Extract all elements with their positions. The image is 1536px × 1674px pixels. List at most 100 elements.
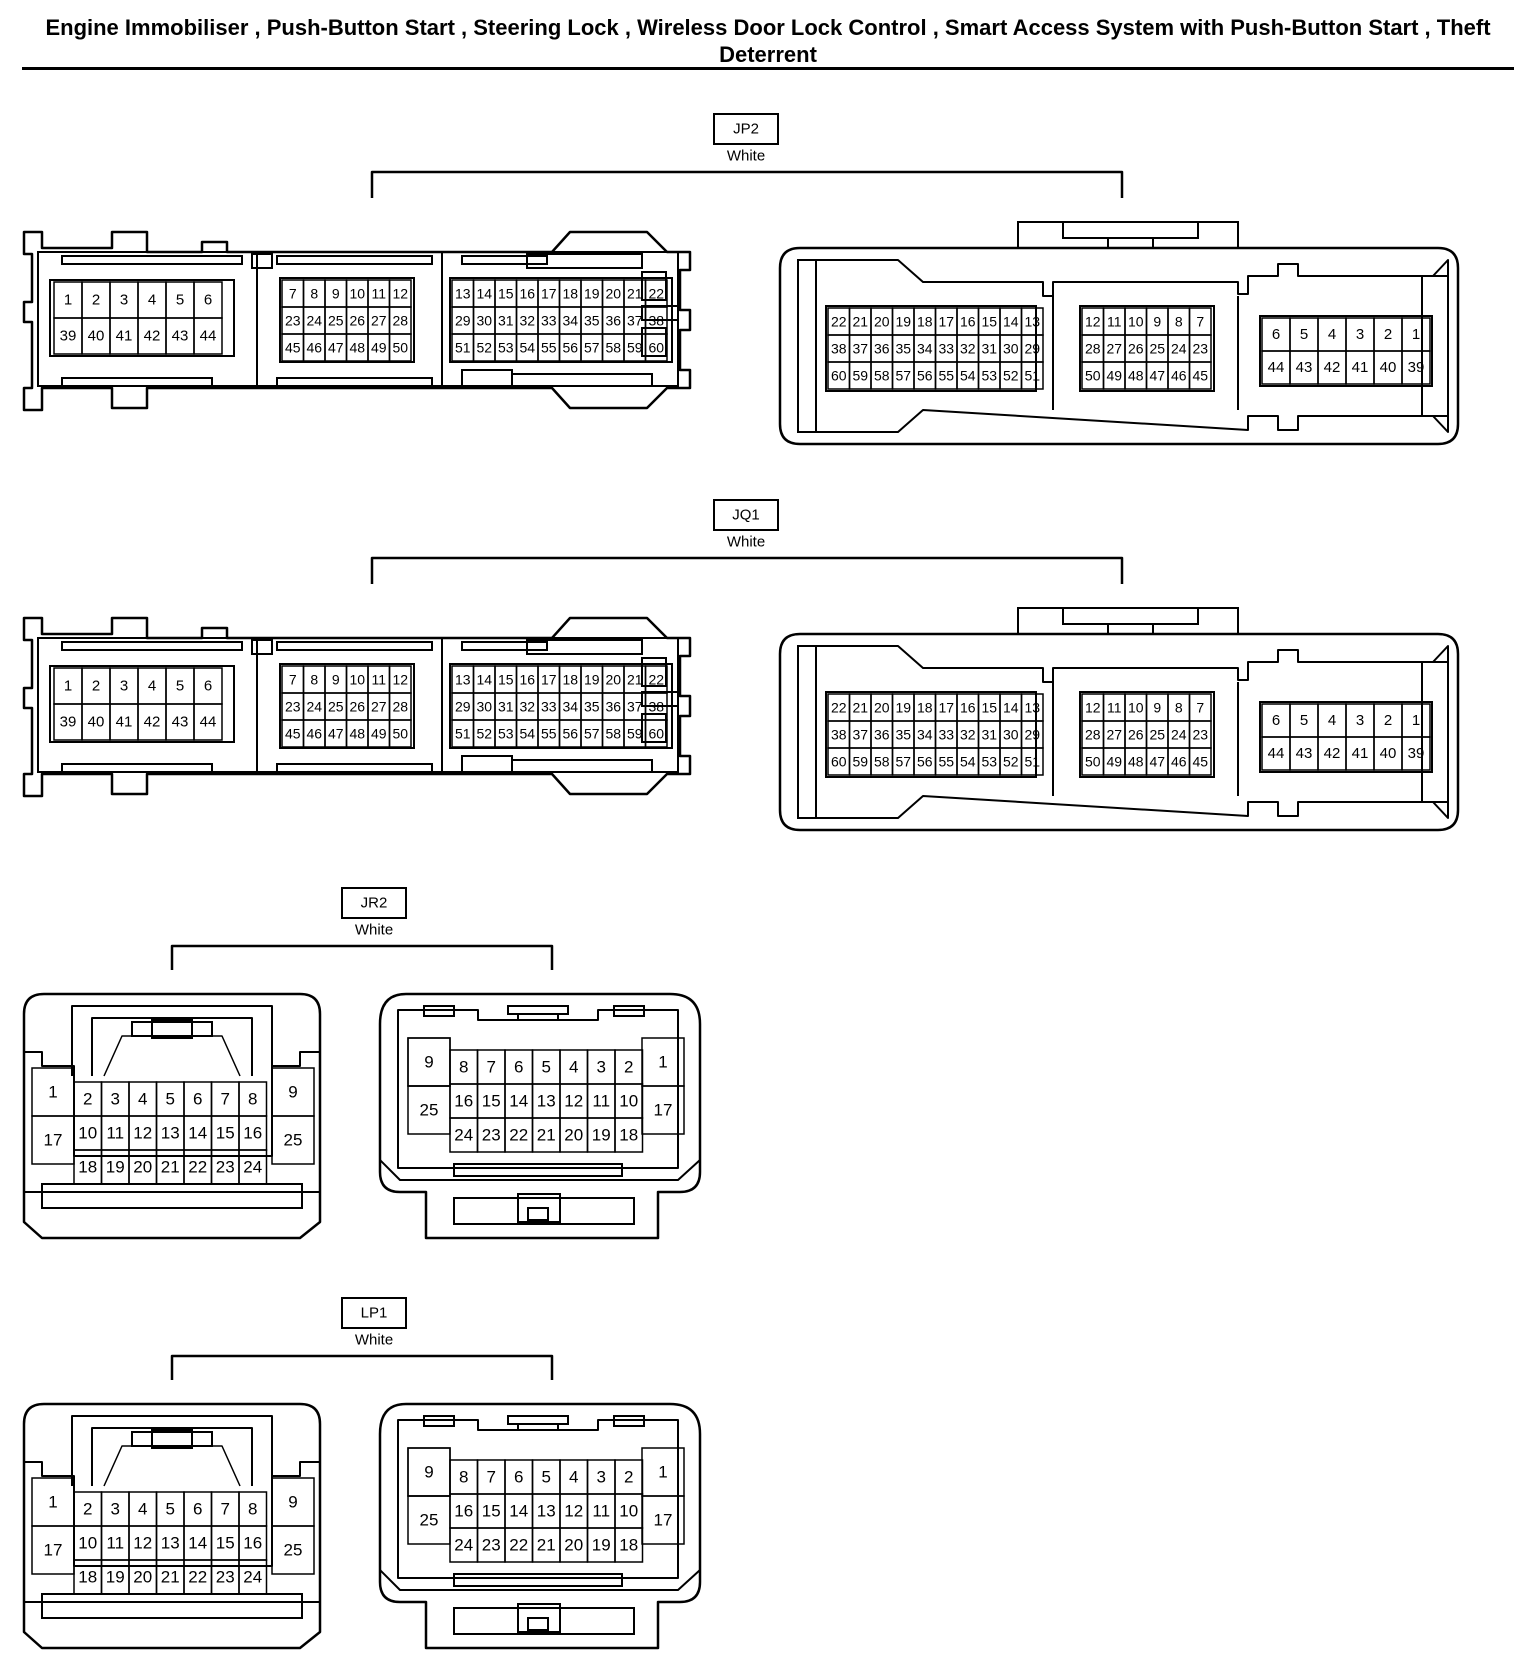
pin-label: 28 <box>392 699 408 715</box>
pin-label: 35 <box>584 313 600 329</box>
pin-label: 52 <box>476 340 492 356</box>
pin-label: 19 <box>106 1158 125 1177</box>
pin-label: 23 <box>285 699 301 715</box>
pin-cavity <box>271 1115 315 1165</box>
pin-label: 43 <box>172 328 189 345</box>
pin-label: 16 <box>243 1534 262 1553</box>
pin-label: 24 <box>1171 727 1187 743</box>
pin-label: 48 <box>349 726 365 742</box>
pin-label: 59 <box>852 368 868 384</box>
pin-label: 11 <box>1107 314 1122 330</box>
pin-cavity <box>271 1525 315 1575</box>
pin-label: 13 <box>537 1092 556 1111</box>
housing-detail <box>527 1617 549 1631</box>
housing-outline <box>71 1005 273 1076</box>
pin-label: 2 <box>83 1500 92 1519</box>
connector-id-box <box>713 113 779 145</box>
pin-label: 51 <box>1024 368 1040 384</box>
pin-label: 45 <box>1192 368 1208 384</box>
pin-label: 16 <box>519 672 535 688</box>
pin-label: 8 <box>248 1090 257 1109</box>
pin-cavity <box>1188 747 1212 776</box>
pin-label: 60 <box>831 368 847 384</box>
pin-label: 6 <box>193 1500 202 1519</box>
pin-cavity <box>641 1085 685 1135</box>
pin-label: 42 <box>1324 359 1341 376</box>
pin-label: 37 <box>852 727 868 743</box>
pin-label: 10 <box>78 1124 97 1143</box>
pin-block-frame <box>1079 691 1215 778</box>
pin-block-frame <box>449 663 673 749</box>
pin-label: 53 <box>981 368 997 384</box>
pin-label: 44 <box>1268 745 1285 762</box>
pin-label: 54 <box>519 340 535 356</box>
pin-label: 34 <box>917 727 933 743</box>
pin-label: 32 <box>519 313 535 329</box>
pin-label: 25 <box>1149 341 1165 357</box>
housing-detail <box>641 713 667 743</box>
pin-label: 22 <box>831 314 847 330</box>
pin-label: 50 <box>392 340 408 356</box>
pin-label: 28 <box>392 313 408 329</box>
pin-cavity <box>388 333 412 362</box>
pin-label: 15 <box>498 672 514 688</box>
pin-label: 4 <box>138 1090 147 1109</box>
pin-cavity <box>644 333 668 362</box>
pin-label: 57 <box>895 754 911 770</box>
pin-label: 52 <box>1003 754 1019 770</box>
pin-label: 36 <box>605 699 621 715</box>
housing-detail <box>423 1415 455 1427</box>
housing-detail <box>511 373 653 387</box>
pin-label: 38 <box>831 727 847 743</box>
housing-detail <box>641 305 679 321</box>
pin-label: 22 <box>188 1568 207 1587</box>
pin-label: 16 <box>519 286 535 302</box>
pin-label: 4 <box>1328 712 1336 729</box>
pin-label: 26 <box>349 313 365 329</box>
pin-label: 16 <box>454 1092 473 1111</box>
connector-color: White <box>727 148 765 165</box>
pin-label: 59 <box>627 726 643 742</box>
pin-label: 19 <box>592 1536 611 1555</box>
pin-label: 13 <box>1024 700 1040 716</box>
pin-label: 23 <box>285 313 301 329</box>
pin-label: 9 <box>332 672 340 688</box>
pin-label: 27 <box>1106 341 1122 357</box>
pin-label: 46 <box>306 726 322 742</box>
connector-id: JP2 <box>733 121 759 138</box>
pin-label: 11 <box>592 1092 610 1111</box>
pin-label: 55 <box>541 726 557 742</box>
pin-label: 21 <box>852 700 868 716</box>
housing-detail <box>517 1423 559 1431</box>
pin-label: 25 <box>420 1511 439 1530</box>
pin-label: 28 <box>1085 341 1101 357</box>
pin-label: 2 <box>92 292 100 309</box>
pin-cavity <box>1020 747 1044 776</box>
pin-label: 6 <box>204 678 212 695</box>
pin-label: 23 <box>1192 727 1208 743</box>
housing-outline <box>22 1402 322 1650</box>
pin-label: 29 <box>1024 341 1040 357</box>
housing-detail <box>453 1197 635 1225</box>
pin-label: 15 <box>482 1092 501 1111</box>
pin-label: 13 <box>455 286 471 302</box>
pin-label: 18 <box>619 1536 638 1555</box>
housing-detail <box>641 271 667 301</box>
pin-label: 7 <box>221 1500 230 1519</box>
pin-block-frame <box>1079 305 1215 392</box>
housing-detail <box>1017 221 1239 249</box>
pin-label: 16 <box>960 700 976 716</box>
pin-label: 4 <box>138 1500 147 1519</box>
pin-label: 10 <box>349 286 365 302</box>
pin-label: 21 <box>537 1536 556 1555</box>
pin-label: 6 <box>193 1090 202 1109</box>
pin-label: 42 <box>144 328 161 345</box>
pin-label: 15 <box>981 314 997 330</box>
pin-label: 25 <box>1149 727 1165 743</box>
pin-label: 27 <box>371 313 387 329</box>
pin-block-frame <box>1259 315 1433 387</box>
pin-label: 5 <box>1300 712 1308 729</box>
